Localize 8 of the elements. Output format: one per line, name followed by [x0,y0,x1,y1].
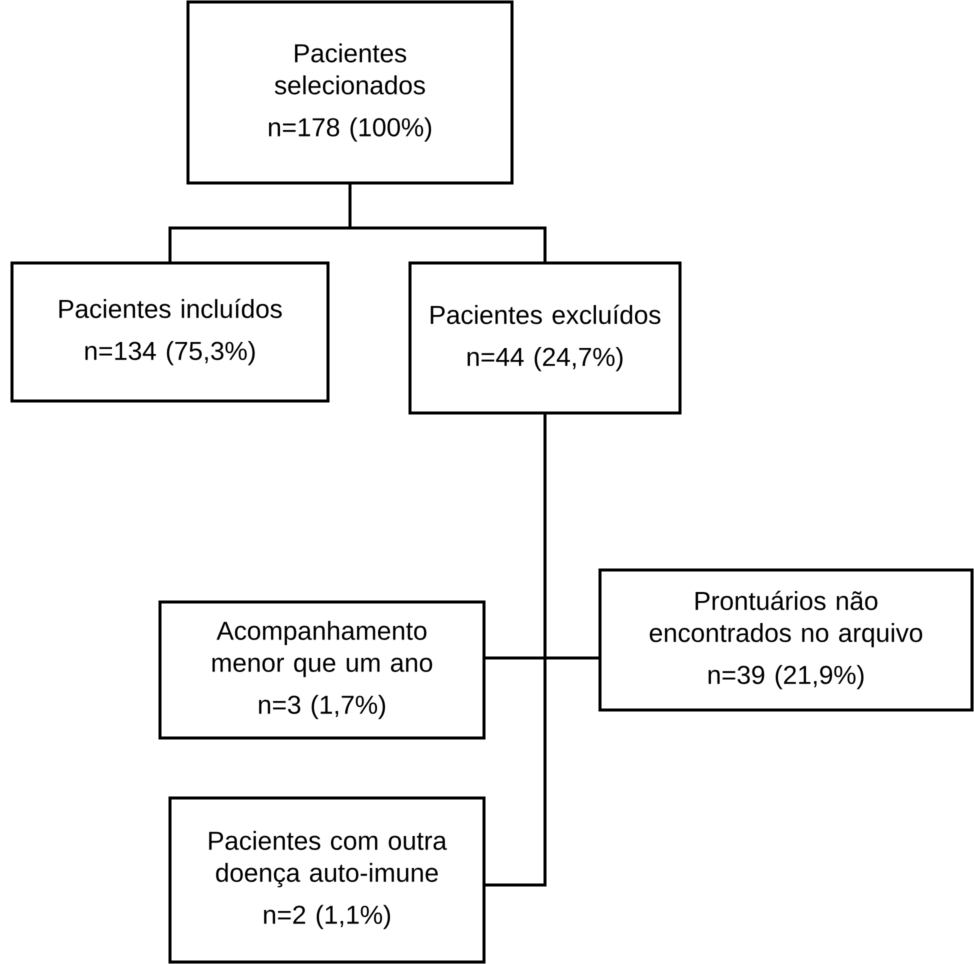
connector-line [348,184,546,262]
process-box: Pacientes selecionados n=178 (100%) [186,0,514,184]
process-box: Acompanhamento menor que um ano n=3 (1,7%) [158,600,486,740]
process-box: Pacientes com outra doença auto-imune n=2 (1,1%) [168,796,486,964]
process-box: Prontuários não encontrados no arquivo n=39 (21,9%) [598,568,974,712]
process-box: Pacientes excluídos n=44 (24,7%) [408,262,682,414]
connector-line [486,414,546,886]
process-box: Pacientes incluídos n=134 (75,3%) [10,262,330,402]
